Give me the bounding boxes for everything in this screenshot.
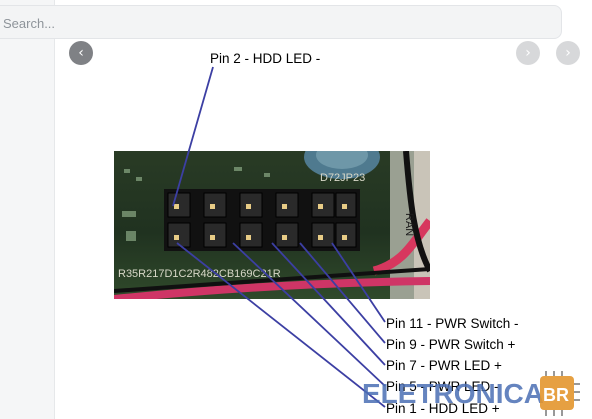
label-pin7: Pin 7 - PWR LED + xyxy=(386,358,502,373)
board-side-text: RAN xyxy=(403,213,415,236)
label-pin9: Pin 9 - PWR Switch + xyxy=(386,337,516,352)
board-code-text: R35R217D1C2R482CB169C21R xyxy=(118,268,281,280)
label-pin2: Pin 2 - HDD LED - xyxy=(210,51,321,66)
search-bar[interactable] xyxy=(0,5,562,40)
label-pin11: Pin 11 - PWR Switch - xyxy=(386,316,519,331)
label-pin5: Pin 5 - PWR LED - xyxy=(386,379,499,394)
logo-text: ELETRONICA xyxy=(362,378,544,409)
eletronica-br-logo: ELETRONICA BR xyxy=(362,371,580,416)
chevron-right-icon: › xyxy=(565,45,571,61)
left-sidebar xyxy=(0,0,55,419)
label-pin1: Pin 1 - HDD LED + xyxy=(386,401,500,416)
board-ref-text: D72JP23 xyxy=(320,172,365,184)
gallery-close-button[interactable]: › xyxy=(556,41,580,65)
gallery-prev-button[interactable]: ‹ xyxy=(69,41,93,65)
gallery-next-button[interactable]: › xyxy=(516,41,540,65)
logo-badge: BR xyxy=(543,385,569,405)
chevron-left-icon: ‹ xyxy=(78,45,84,61)
motherboard-photo: D72JP23 R35R217D1C2R482CB169C21R RAN xyxy=(114,151,430,299)
search-input[interactable] xyxy=(1,6,525,40)
chevron-right-icon: › xyxy=(525,45,531,61)
